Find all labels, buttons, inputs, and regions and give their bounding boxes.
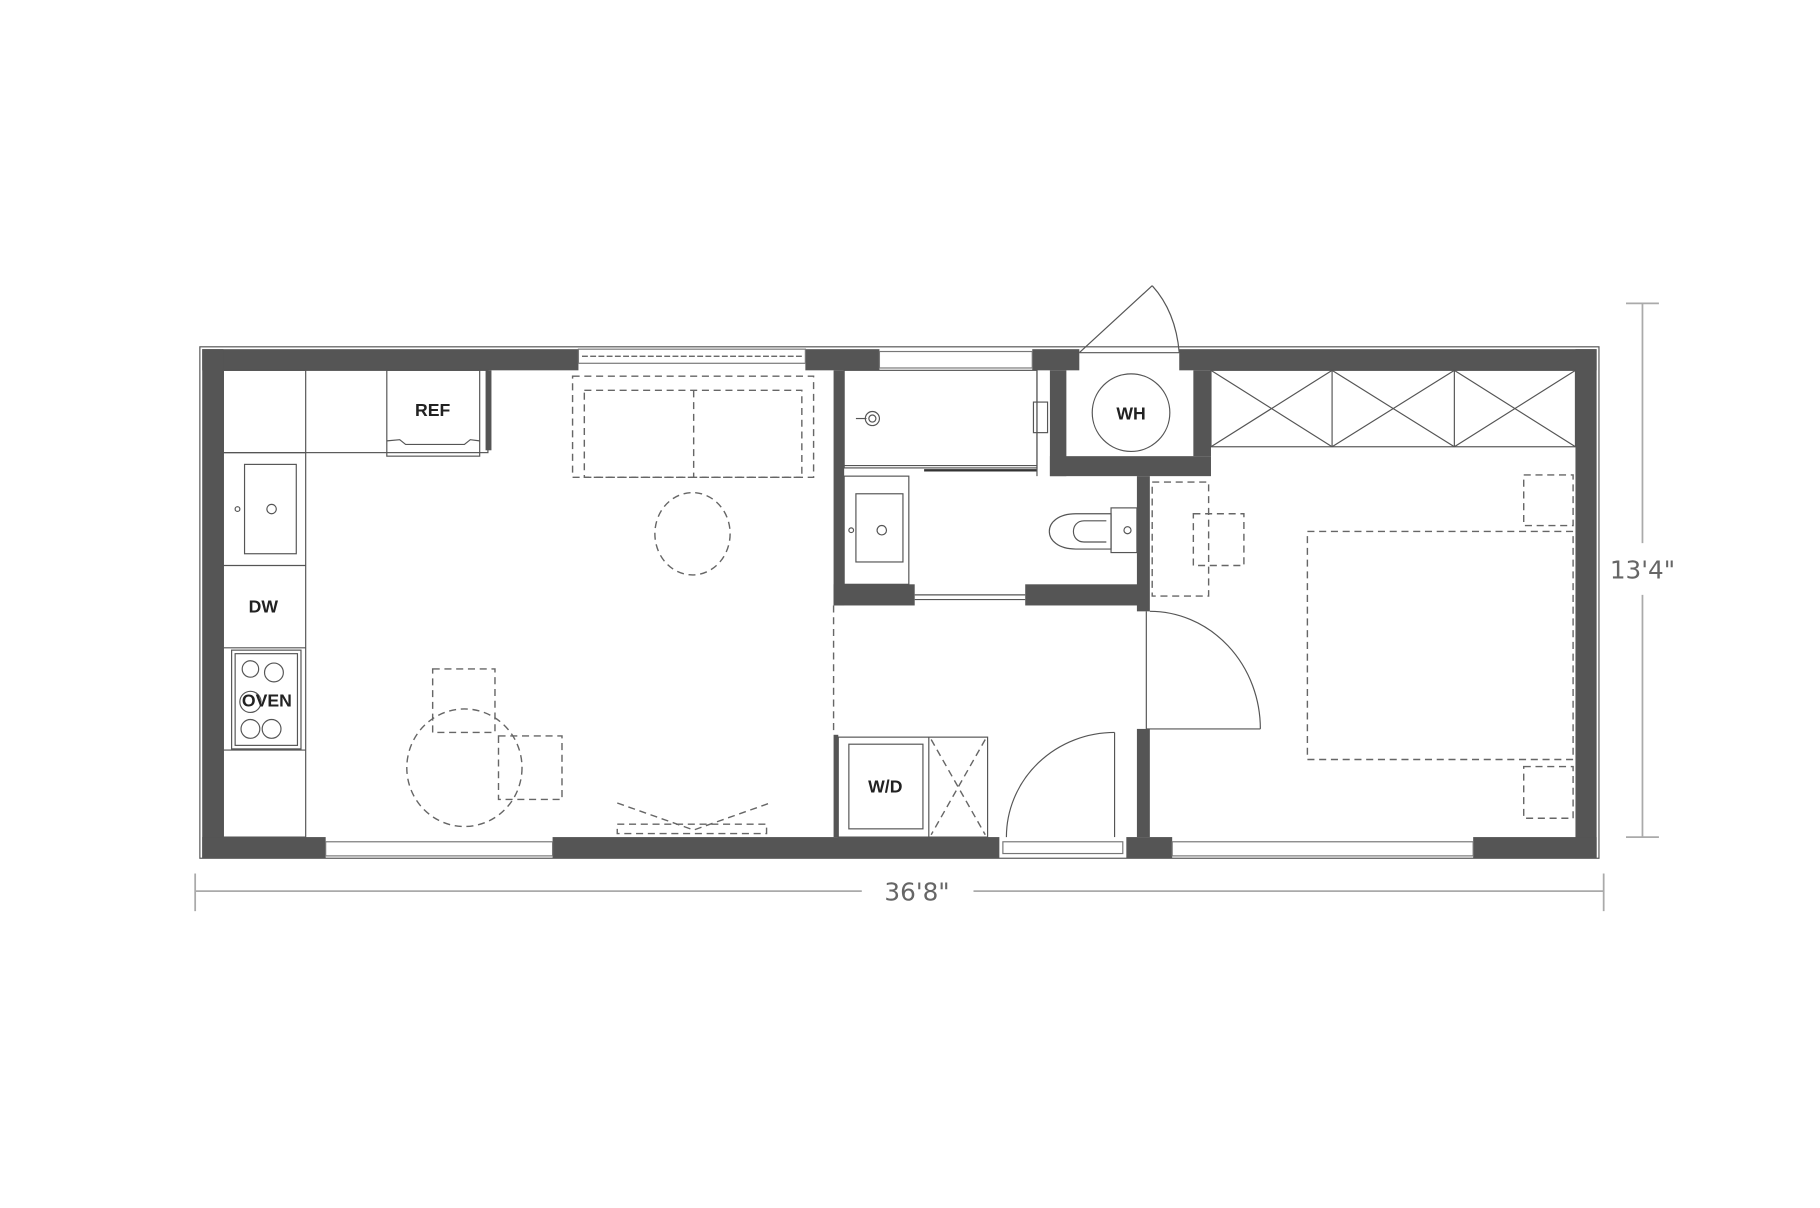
living-furniture [406, 375, 815, 835]
wh-label: WH [1116, 404, 1145, 424]
wd-label: W/D [868, 776, 902, 796]
dining-chair [497, 735, 563, 801]
coffee-table [654, 491, 731, 576]
oven [231, 649, 302, 750]
kitchen-sink [243, 463, 297, 555]
nightstand [1523, 765, 1574, 819]
ref-label: REF [415, 400, 450, 420]
desk [1151, 481, 1210, 597]
water-heater-closet: WH [1078, 285, 1180, 453]
refrigerator [386, 369, 481, 457]
bath-sink [855, 493, 904, 563]
windows [325, 348, 1474, 857]
kitchen: REF DW OVEN [222, 369, 489, 838]
width-dimension: 36'8" [194, 873, 1605, 912]
exterior-door [1078, 285, 1153, 354]
dining-chair [431, 668, 496, 734]
depth-label: 13'4" [1610, 555, 1675, 584]
washer-dryer [848, 743, 924, 830]
bedroom [1145, 369, 1577, 819]
depth-dimension: 13'4" [1610, 302, 1675, 838]
width-label: 36'8" [884, 878, 949, 907]
dw-label: DW [249, 597, 279, 617]
nightstand [1523, 474, 1574, 527]
bed [1306, 530, 1574, 761]
desk-chair [1192, 513, 1245, 567]
shower [843, 369, 1038, 469]
exterior-walls [202, 349, 1597, 859]
bathroom [843, 369, 1138, 585]
laundry: W/D [837, 731, 1116, 838]
dining-table [406, 708, 523, 828]
tv-console [616, 823, 768, 835]
closet [1210, 369, 1577, 448]
toilet [1048, 513, 1112, 550]
oven-label: OVEN [242, 691, 292, 711]
